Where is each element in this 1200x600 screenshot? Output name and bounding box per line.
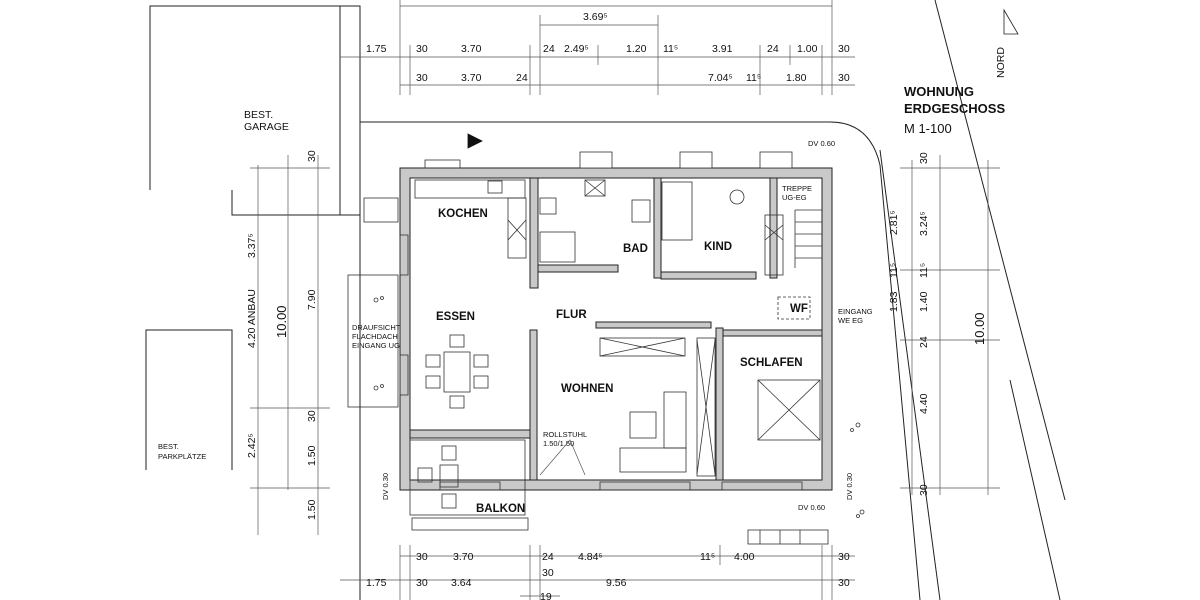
label-rollstuhl-2: 1.50/1.50	[543, 439, 574, 448]
dim-bottom-r2-2: 3.64	[451, 577, 472, 589]
dim-bottom-r1-2: 24	[542, 551, 554, 563]
dim-right-c1-1: 11⁵	[888, 263, 900, 278]
dim-right-c1-0: 2.81⁵	[888, 210, 900, 235]
north-label: NORD	[995, 47, 1007, 78]
label-park-2: PARKPLÄTZE	[158, 452, 206, 461]
room-wohnen: WOHNEN	[561, 383, 613, 395]
dim-bottom-r1-6: 30	[838, 551, 850, 563]
windows	[399, 151, 803, 491]
dim-left-c3: 10.00	[274, 305, 289, 338]
dim-left-c1-1: 2.42⁵	[246, 433, 258, 458]
dim-bottom-r3: 19	[540, 591, 552, 600]
dim-top-r1-5: 1.20	[626, 43, 647, 55]
dimension-lines-bottom	[340, 545, 855, 600]
room-flur: FLUR	[556, 309, 587, 321]
site-lines	[145, 0, 1066, 600]
dim-top-r0: 3.69⁵	[583, 11, 608, 23]
dim-top-r1-0: 1.75	[366, 43, 387, 55]
furniture	[347, 8, 1019, 545]
room-balkon: BALKON	[476, 503, 525, 515]
dim-top-r2-1: 3.70	[461, 72, 482, 84]
dim-right-c1-2: 1.83	[888, 291, 900, 312]
dim-top-r1-9: 1.00	[797, 43, 818, 55]
dim-top-r2-5: 1.80	[786, 72, 807, 84]
dim-top-r2-3: 7.04⁵	[708, 72, 733, 84]
dimension-lines-top	[340, 0, 855, 95]
dim-right-c2-5: 4.40	[918, 393, 930, 414]
label-garage-2: GARAGE	[244, 121, 289, 133]
dim-right-c3: 10.00	[972, 312, 987, 345]
dim-left-anbau: 4.20 ANBAU	[246, 289, 258, 348]
dim-bottom-r1-1: 3.70	[453, 551, 474, 563]
dim-right-c2-3: 1.40	[918, 291, 930, 312]
dim-left-c1-2: 1.50	[306, 445, 318, 466]
label-treppe-2: UG-EG	[782, 193, 807, 202]
label-eingang-2: WE EG	[838, 316, 863, 325]
room-kind: KIND	[704, 241, 732, 253]
label-rollstuhl-1: ROLLSTUHL	[543, 430, 587, 439]
label-garage-1: BEST.	[244, 109, 273, 121]
plan-title-line1: WOHNUNG	[904, 84, 974, 99]
dim-right-c2-0: 30	[918, 152, 930, 164]
room-essen: ESSEN	[436, 311, 475, 323]
dim-top-r2-6: 30	[838, 72, 850, 84]
dimension-lines-sides	[250, 155, 1000, 535]
dim-bottom-r1-4: 11⁵	[700, 551, 715, 563]
dim-bottom-r2-4: 9.56	[606, 577, 627, 589]
dim-left-c2-2: 30	[306, 410, 318, 422]
dim-top-r1-3: 24	[543, 43, 555, 55]
dim-left-c2-0: 30	[306, 150, 318, 162]
dim-bottom-r1-3: 4.84⁵	[578, 551, 603, 563]
label-dv-bottom: DV 0.60	[798, 503, 825, 512]
label-treppe-1: TREPPE	[782, 184, 812, 193]
dim-bottom-r2-3: 30	[542, 567, 554, 579]
dim-top-r1-7: 3.91	[712, 43, 733, 55]
dim-right-c2-4: 24	[918, 336, 930, 348]
dim-top-r2-0: 30	[416, 72, 428, 84]
label-draufsicht-1: DRAUFSICHT	[352, 323, 401, 332]
dim-top-r2-4: 11⁵	[746, 72, 761, 84]
dim-top-r1-1: 30	[416, 43, 428, 55]
dim-top-r1-4: 2.49⁵	[564, 43, 589, 55]
room-bad: BAD	[623, 243, 648, 255]
room-kochen: KOCHEN	[438, 208, 488, 220]
dim-top-r2-2: 24	[516, 72, 528, 84]
dim-right-c2-6: 30	[918, 484, 930, 496]
dim-bottom-r2-1: 30	[416, 577, 428, 589]
dim-right-c2-1: 3.24⁵	[918, 211, 930, 236]
dim-left-c1-3: 1.50	[306, 499, 318, 520]
dim-right-c2-2: 11⁵	[918, 263, 930, 278]
label-eingang-1: EINGANG	[838, 307, 873, 316]
label-park-1: BEST.	[158, 442, 179, 451]
dim-left-c2-1: 7.90	[306, 289, 318, 310]
dim-top-r1-6: 11⁵	[663, 43, 678, 55]
label-draufsicht-2: FLACHDACH	[352, 332, 398, 341]
label-dv-left: DV 0.30	[381, 473, 390, 500]
room-wf: WF	[790, 303, 808, 315]
dim-top-r1-2: 3.70	[461, 43, 482, 55]
dim-bottom-r2-0: 1.75	[366, 577, 387, 589]
plan-scale: M 1-100	[904, 121, 952, 136]
dim-top-r1-8: 24	[767, 43, 779, 55]
label-dv-top: DV 0.60	[808, 139, 835, 148]
dim-top-r1-10: 30	[838, 43, 850, 55]
dim-left-c1-0: 3.37⁵	[246, 233, 258, 258]
dim-bottom-r1-0: 30	[416, 551, 428, 563]
label-dv-right: DV 0.30	[845, 473, 854, 500]
room-schlafen: SCHLAFEN	[740, 357, 803, 369]
plan-title-line2: ERDGESCHOSS	[904, 101, 1005, 116]
label-draufsicht-3: EINGANG UG	[352, 341, 400, 350]
dim-bottom-r2-5: 30	[838, 577, 850, 589]
dim-bottom-r1-5: 4.00	[734, 551, 755, 563]
stair-treads	[794, 209, 822, 268]
